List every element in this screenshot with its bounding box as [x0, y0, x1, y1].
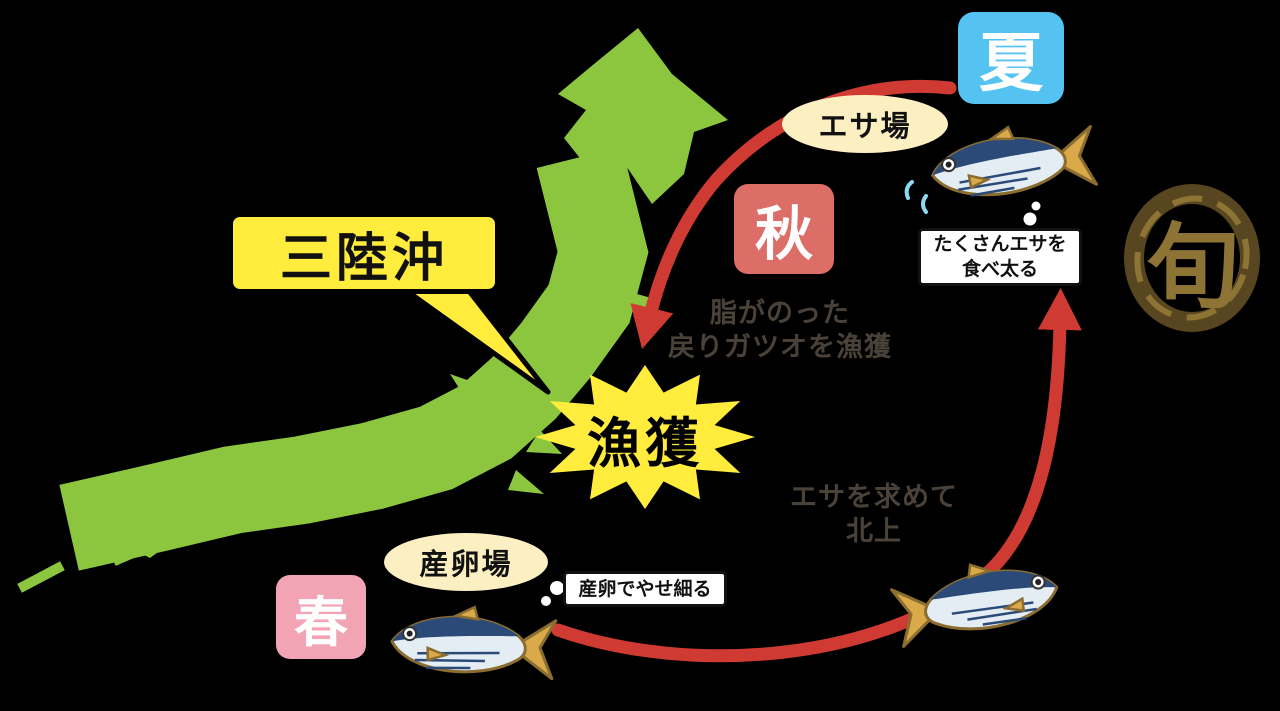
note-thin: 産卵でやせ細る — [563, 571, 727, 607]
japan-coast-jag-4 — [508, 470, 544, 494]
japan-coast-jag-3 — [526, 430, 562, 454]
migration-caption-north-line1: エサを求めて — [790, 482, 958, 512]
spawning-ground-label: 産卵場 — [384, 533, 548, 591]
feeding-ground-label: エサ場 — [782, 95, 948, 153]
fish-icon-summer — [926, 117, 1098, 203]
japan-island-1 — [17, 561, 65, 593]
note-fatten-line1: たくさんエサを — [933, 234, 1067, 255]
migration-caption-south: 脂がのった 戻りガツオを漁獲 — [640, 296, 920, 364]
japan-map — [17, 28, 728, 593]
water-splash-icon — [904, 180, 928, 214]
migration-caption-south-line1: 脂がのった — [710, 298, 850, 328]
shun-character: 旬 — [1146, 216, 1239, 319]
catch-burst-shape — [535, 365, 755, 509]
note-fatten: たくさんエサを 食べ太る — [918, 228, 1082, 286]
fish-icon-spring — [388, 600, 558, 681]
catch-label: 漁獲 — [587, 413, 703, 474]
japan-island-2 — [112, 540, 156, 566]
migration-caption-south-line2: 戻りガツオを漁獲 — [668, 332, 892, 362]
season-badge-autumn: 秋 — [734, 184, 834, 274]
japan-coast-jag-2 — [450, 374, 490, 402]
thought-bubble-icon-thin — [541, 581, 564, 606]
fish-icon-return — [888, 546, 1064, 648]
thought-bubble-icon-fatten — [1023, 201, 1041, 226]
season-badge-summer: 夏 — [958, 12, 1064, 104]
season-badge-spring: 春 — [276, 575, 366, 659]
migration-arrow-south — [630, 80, 957, 350]
shun-brush-circle-icon — [1124, 184, 1260, 332]
japan-kyushu — [118, 490, 188, 558]
sanriku-label: 三陸沖 — [228, 212, 500, 294]
migration-caption-north: エサを求めて 北上 — [764, 480, 984, 548]
migration-caption-north-line2: 北上 — [846, 516, 902, 546]
note-fatten-line2: 食べ太る — [961, 259, 1038, 280]
japan-honshu — [59, 146, 649, 571]
